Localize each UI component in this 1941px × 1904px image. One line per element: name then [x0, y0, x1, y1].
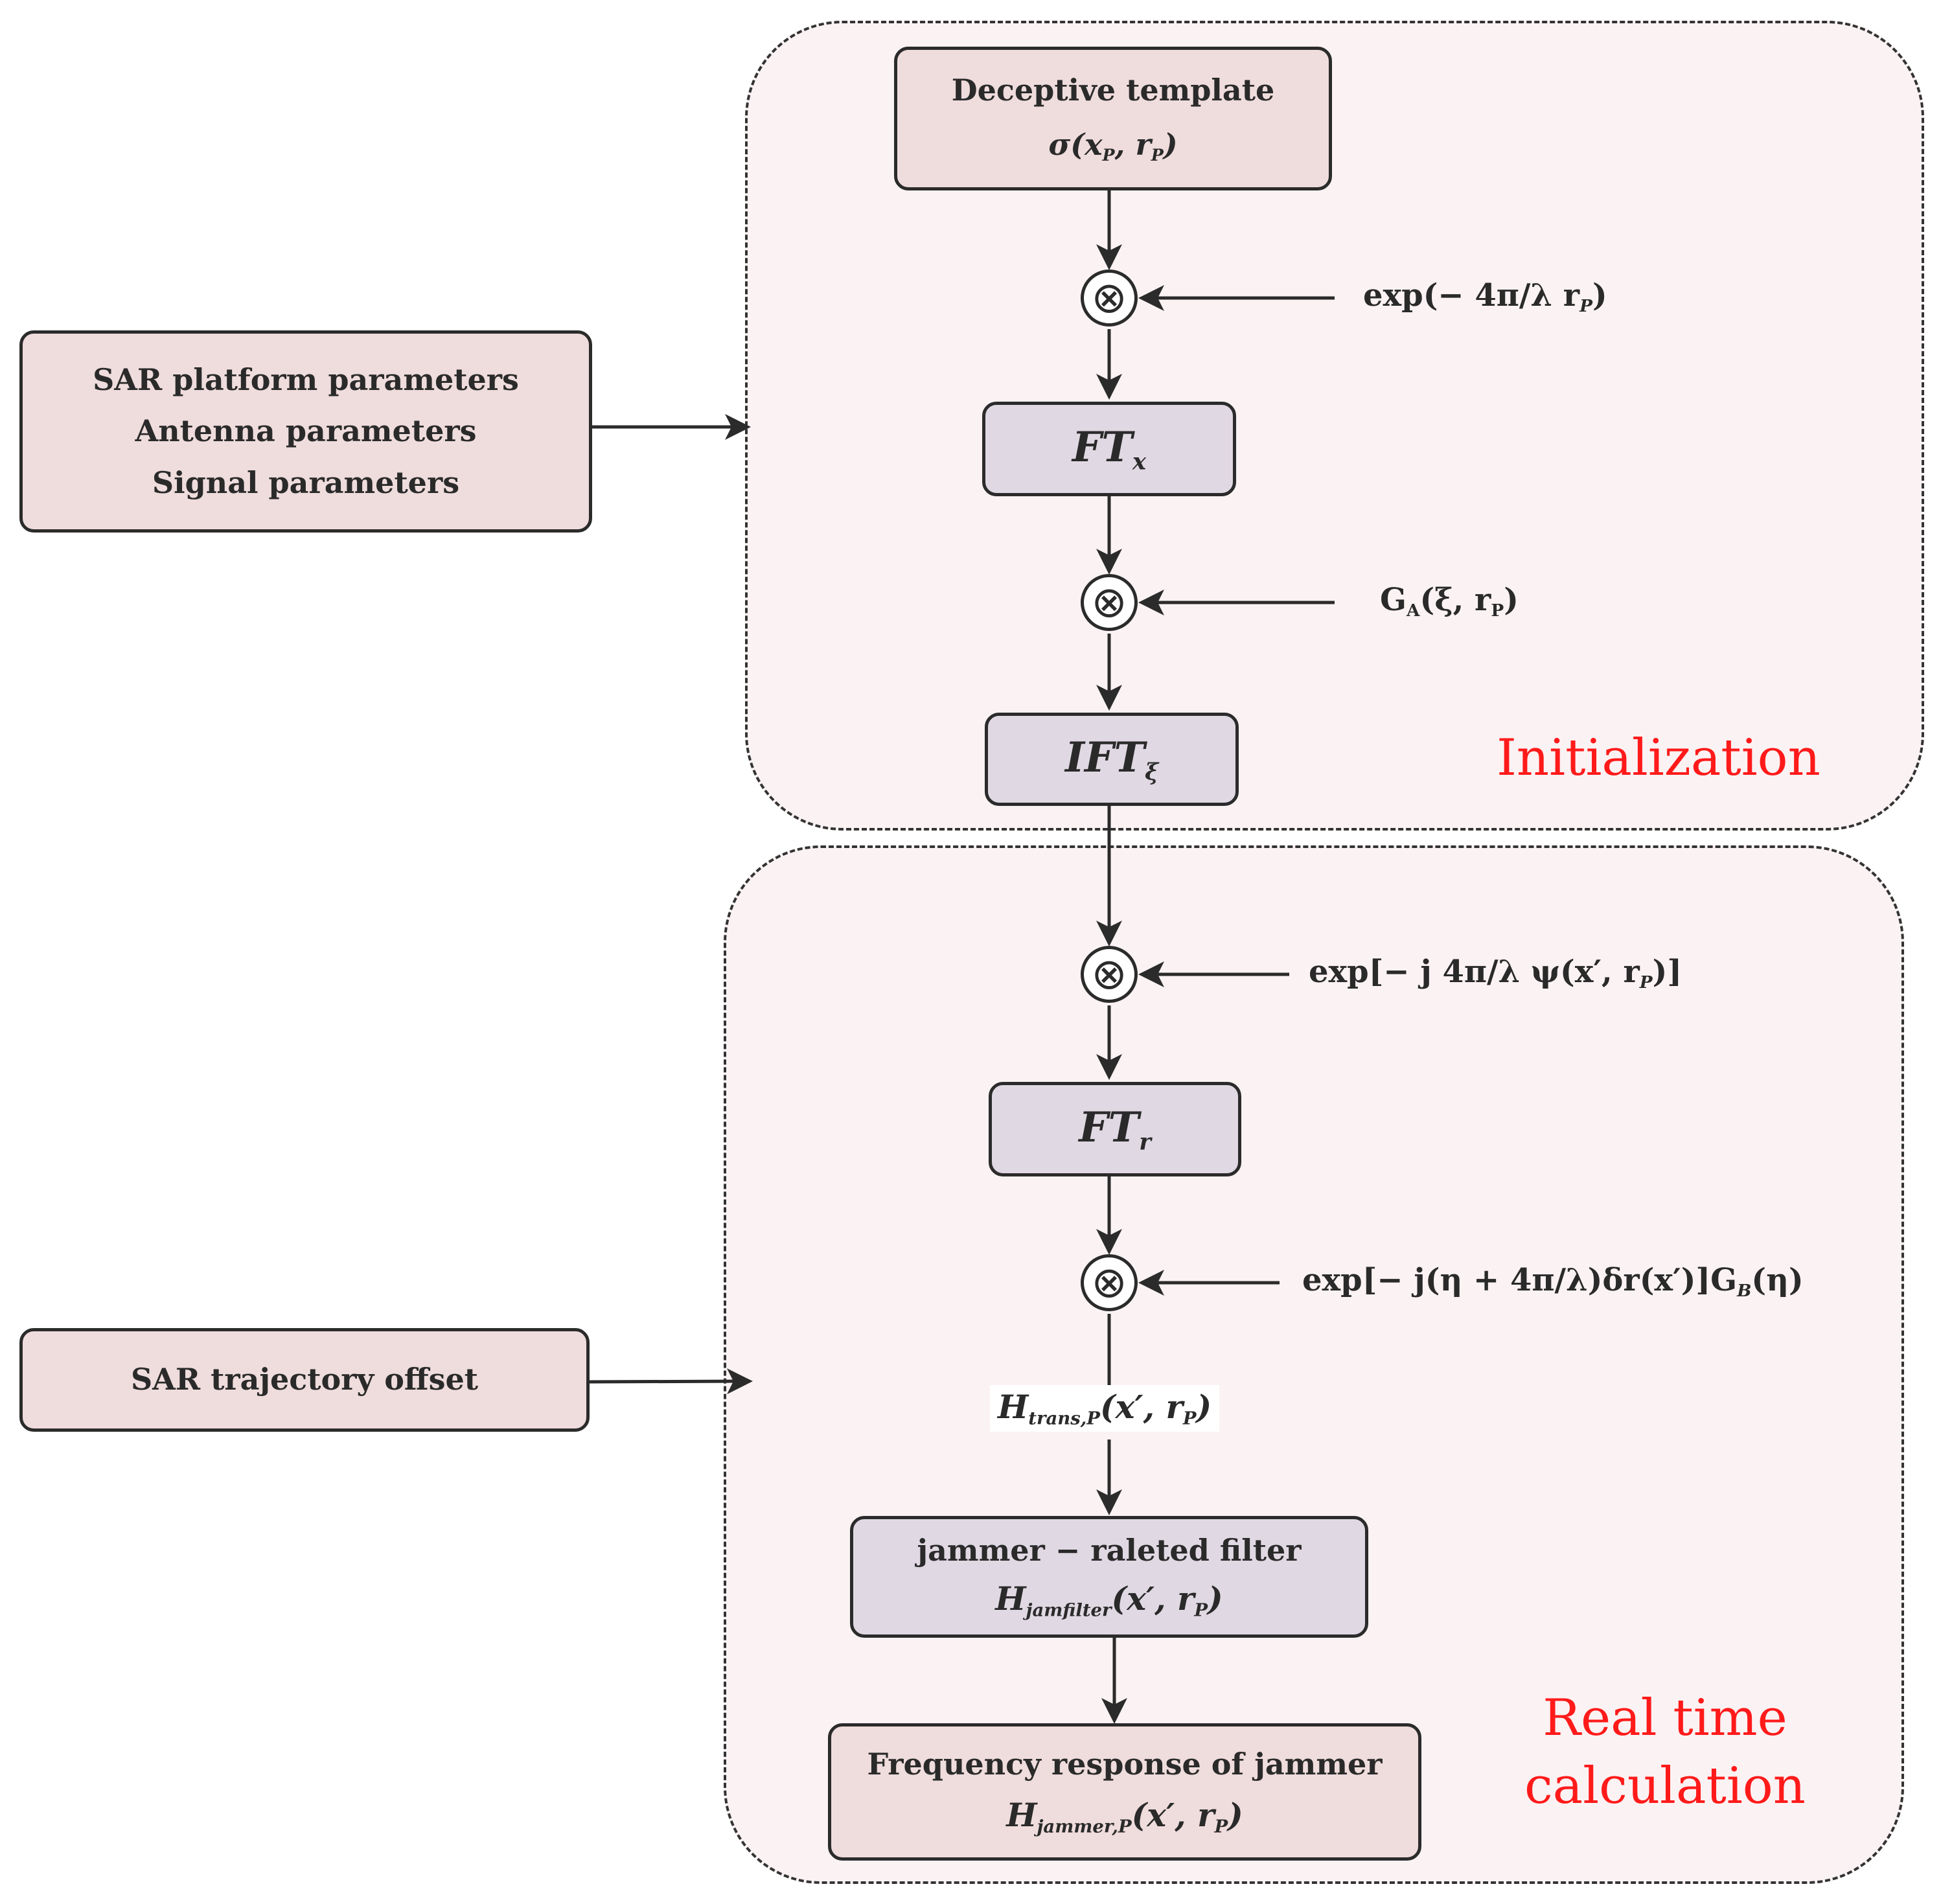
equation-range-phase: exp(− 4π/λ rP): [1363, 277, 1607, 317]
trajectory-offset-label: SAR trajectory offset: [130, 1362, 479, 1397]
deceptive-template-box: Deceptive template σ(xP, rP): [894, 47, 1332, 190]
jammer-filter-title: jammer − raleted filter: [917, 1533, 1302, 1568]
ftx-block: FTx: [982, 402, 1236, 496]
iftxi-label: IFTξ: [1065, 733, 1158, 786]
multiplier-icon-3: ⊗: [1081, 946, 1138, 1003]
ftx-label: FTx: [1072, 422, 1147, 476]
antenna-parameters-label: Antenna parameters: [135, 413, 477, 449]
ftr-label: FTr: [1079, 1103, 1151, 1156]
frequency-response-title: Frequency response of jammer: [867, 1747, 1383, 1782]
realtime-label: Real time calculation: [1510, 1684, 1820, 1821]
jammer-filter-formula: Hjamfilter(x′, rP): [995, 1579, 1223, 1621]
jammer-filter-block: jammer − raleted filter Hjamfilter(x′, r…: [850, 1516, 1368, 1638]
realtime-region: [724, 845, 1904, 1884]
multiplier-icon-4: ⊗: [1081, 1254, 1138, 1311]
signal-parameters-label: Signal parameters: [152, 465, 460, 500]
equation-antenna-gain: GA(ξ, rP): [1380, 582, 1519, 621]
realtime-label-line1: Real time: [1543, 1689, 1787, 1747]
iftxi-block: IFTξ: [985, 713, 1239, 806]
frequency-response-box: Frequency response of jammer Hjammer,P(x…: [828, 1723, 1421, 1861]
arrow-trajectory-to-realtime: [588, 1368, 753, 1395]
multiplier-icon-1: ⊗: [1081, 270, 1138, 327]
multiplier-icon-2: ⊗: [1081, 574, 1138, 631]
realtime-label-line2: calculation: [1524, 1757, 1806, 1816]
platform-parameters-box: SAR platform parameters Antenna paramete…: [19, 330, 592, 533]
platform-parameters-label: SAR platform parameters: [93, 361, 519, 397]
equation-trajectory-phase: exp[− j 4π/λ ψ(x′, rP)]: [1309, 954, 1683, 993]
deceptive-template-formula: σ(xP, rP): [1048, 126, 1178, 165]
frequency-response-formula: Hjammer,P(x′, rP): [1006, 1795, 1243, 1837]
equation-range-offset: exp[− j(η + 4π/λ)δr(x′)]GB(η): [1302, 1262, 1804, 1302]
trajectory-offset-box: SAR trajectory offset: [19, 1328, 590, 1432]
ftr-block: FTr: [989, 1082, 1241, 1176]
deceptive-template-title: Deceptive template: [951, 73, 1275, 108]
htrans-label: Htrans,P(x′, rP): [990, 1385, 1220, 1432]
initialization-label: Initialization: [1497, 729, 1820, 787]
